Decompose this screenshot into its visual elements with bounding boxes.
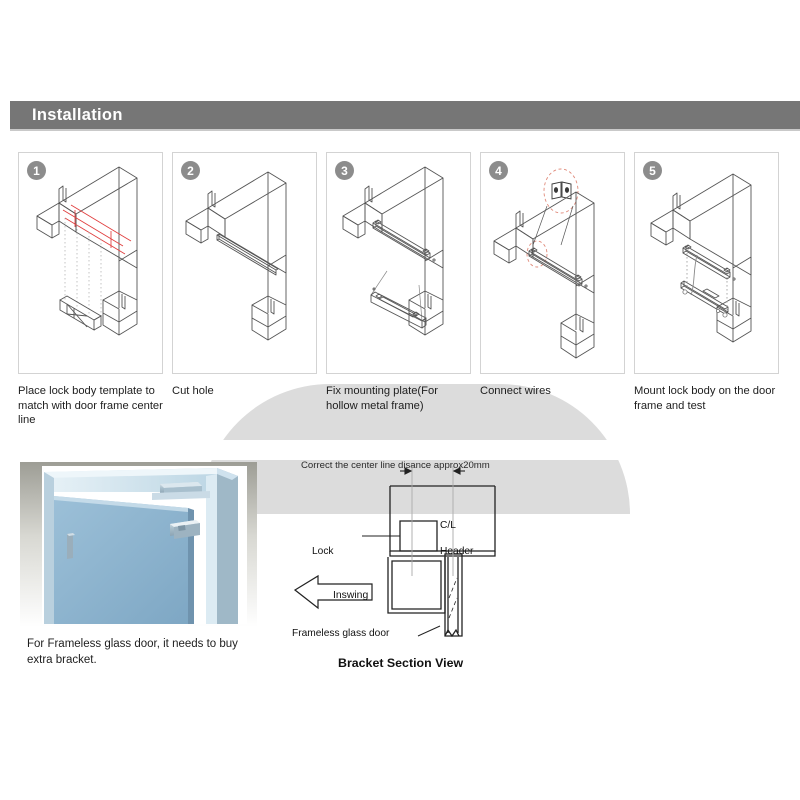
label-header: Header <box>440 546 474 557</box>
step-4: 4 <box>480 152 627 442</box>
step-1-panel: 1 <box>18 152 163 374</box>
center-line-dimension-note: Correct the center line disance approx20… <box>301 460 490 471</box>
step-2-number: 2 <box>181 161 200 180</box>
installation-steps: 1 <box>18 152 788 442</box>
step-3-caption: Fix mounting plate(For hollow metal fram… <box>326 385 438 412</box>
step-5-number: 5 <box>643 161 662 180</box>
step-1-number: 1 <box>27 161 46 180</box>
step-3: 3 <box>326 152 473 442</box>
step-2: 2 <box>172 152 319 442</box>
glass-door-render <box>20 462 257 627</box>
label-frameless-glass-door: Frameless glass door <box>292 628 390 639</box>
glass-door-caption: For Frameless glass door, it needs to bu… <box>27 638 238 666</box>
step-5-caption: Mount lock body on the door frame and te… <box>634 385 776 412</box>
step-1: 1 <box>18 152 165 442</box>
bracket-section-title: Bracket Section View <box>338 656 464 670</box>
label-inswing: Inswing <box>333 590 369 601</box>
step-1-caption: Place lock body template to match with d… <box>18 385 163 426</box>
step-2-illustration <box>185 171 287 341</box>
step-2-panel: 2 <box>172 152 317 374</box>
step-5-panel: 5 <box>634 152 779 374</box>
step-2-caption: Cut hole <box>172 385 214 397</box>
glass-door-photo <box>20 462 257 627</box>
step-5: 5 <box>634 152 781 442</box>
header-divider <box>10 129 800 131</box>
arc-mask <box>0 440 800 460</box>
label-lock: Lock <box>312 546 334 557</box>
page-title: Installation <box>32 105 123 124</box>
bracket-section-view: Correct the center line disance approx20… <box>290 458 580 678</box>
step-4-panel: 4 <box>480 152 625 374</box>
step-3-illustration <box>342 166 444 336</box>
step-4-illustration <box>493 168 595 359</box>
bracket-section-diagram <box>293 466 496 638</box>
step-5-illustration <box>650 173 752 343</box>
step-4-number: 4 <box>489 161 508 180</box>
step-3-panel: 3 <box>326 152 471 374</box>
label-center-line: C/L <box>440 520 456 531</box>
step-3-number: 3 <box>335 161 354 180</box>
step-1-illustration <box>36 166 138 336</box>
step-4-caption: Connect wires <box>480 385 551 397</box>
page-header-banner: Installation <box>10 101 800 129</box>
